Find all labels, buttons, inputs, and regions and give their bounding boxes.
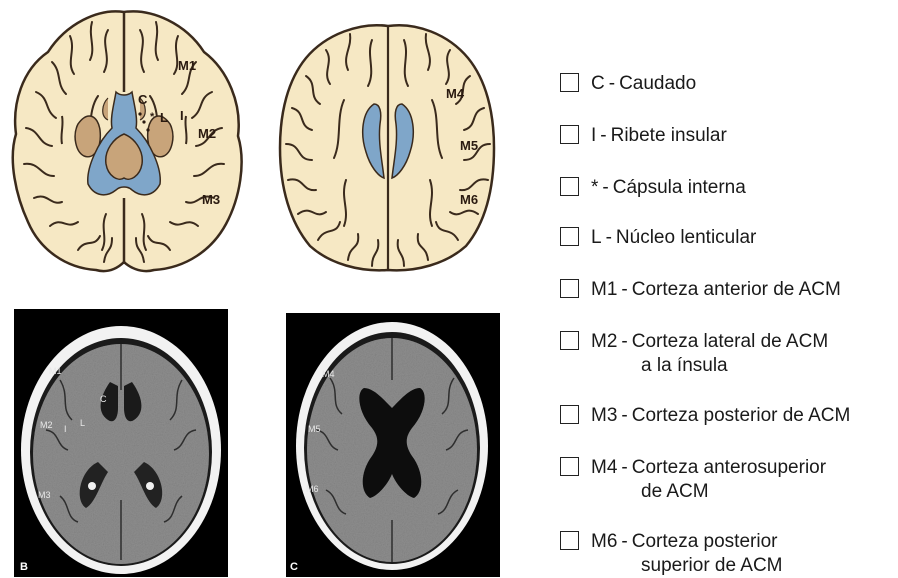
- legend-description-line2: a la ínsula: [591, 354, 828, 378]
- legend-code: M1: [591, 278, 617, 302]
- label-m4: M4: [446, 86, 465, 101]
- legend-checkbox[interactable]: [560, 73, 579, 92]
- legend-code: L: [591, 226, 602, 250]
- label-m6: M6: [460, 192, 478, 207]
- label-m5: M5: [460, 138, 478, 153]
- legend-item-asterisk: *-Cápsula interna: [560, 176, 746, 200]
- legend-item-m3: M3-Corteza posterior de ACM: [560, 404, 850, 428]
- legend-description: Núcleo lenticular: [616, 227, 756, 248]
- panel-label-b: B: [20, 561, 28, 573]
- legend-code: I: [591, 124, 596, 148]
- legend-description-line2: de ACM: [591, 480, 826, 504]
- ct-label-l: L: [80, 418, 85, 428]
- legend-checkbox[interactable]: [560, 279, 579, 298]
- legend: C-Caudado I-Ribete insular *-Cápsula int…: [560, 0, 898, 577]
- label-m3: M3: [202, 192, 220, 207]
- legend-description: Ribete insular: [611, 125, 727, 146]
- legend-description: Caudado: [619, 73, 696, 94]
- legend-code: M2: [591, 330, 617, 354]
- legend-code: C: [591, 72, 605, 96]
- label-asterisk: *: [150, 111, 155, 123]
- legend-checkbox[interactable]: [560, 405, 579, 424]
- legend-description: Corteza anterior de ACM: [632, 279, 841, 300]
- label-c: C: [138, 92, 148, 107]
- legend-checkbox[interactable]: [560, 177, 579, 196]
- label-m2: M2: [198, 126, 216, 141]
- legend-description: Corteza posterior: [632, 531, 778, 552]
- legend-item-i: I-Ribete insular: [560, 124, 727, 148]
- legend-checkbox[interactable]: [560, 531, 579, 550]
- ct-label-m6: M6: [306, 484, 319, 494]
- ct-panel-b: M1 C M2 I L M3 B: [14, 309, 228, 577]
- legend-item-l: L-Núcleo lenticular: [560, 226, 756, 250]
- ct-label-m1: M1: [49, 366, 62, 376]
- legend-item-c: C-Caudado: [560, 72, 696, 96]
- ct-label-m3: M3: [38, 490, 51, 500]
- legend-item-m1: M1-Corteza anterior de ACM: [560, 278, 841, 302]
- legend-description: Corteza lateral de ACM: [632, 331, 828, 352]
- legend-description-line2: superior de ACM: [591, 554, 783, 578]
- legend-description: Corteza posterior de ACM: [632, 405, 851, 426]
- label-i: I: [180, 108, 184, 123]
- legend-code: M4: [591, 456, 617, 480]
- legend-code: M3: [591, 404, 617, 428]
- label-m1: M1: [178, 58, 196, 73]
- brain-slice-basal-ganglia: M1 C L I M2 M3 *: [13, 11, 242, 271]
- legend-description: Cápsula interna: [613, 177, 746, 198]
- legend-code: *: [591, 176, 598, 200]
- legend-description: Corteza anterosuperior: [632, 457, 826, 478]
- legend-checkbox[interactable]: [560, 125, 579, 144]
- ct-label-c: C: [100, 394, 107, 404]
- legend-checkbox[interactable]: [560, 227, 579, 246]
- panel-label-c: C: [290, 561, 298, 573]
- ct-label-m2: M2: [40, 420, 53, 430]
- legend-checkbox[interactable]: [560, 331, 579, 350]
- ct-label-m5: M5: [308, 424, 321, 434]
- ct-label-m4: M4: [322, 369, 335, 379]
- legend-code: M6: [591, 530, 617, 554]
- ct-label-i: I: [64, 424, 67, 434]
- ct-panel-c: M4 M5 M6 C: [286, 313, 500, 577]
- label-l: L: [160, 110, 168, 125]
- brain-slice-supraganglionic: M4 M5 M6: [280, 25, 494, 270]
- legend-checkbox[interactable]: [560, 457, 579, 476]
